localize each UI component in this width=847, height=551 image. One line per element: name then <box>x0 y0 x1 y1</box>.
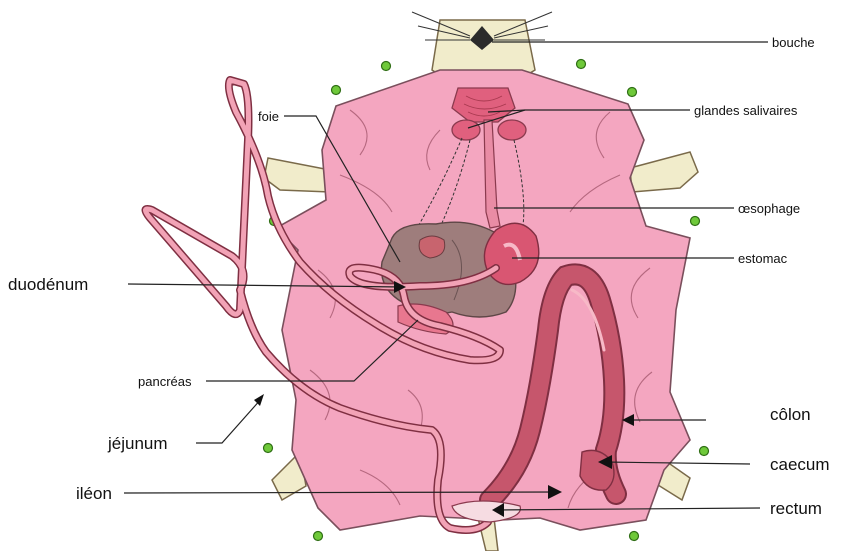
label-glandes-salivaires: glandes salivaires <box>694 103 798 118</box>
label-pancreas: pancréas <box>138 374 192 389</box>
label-colon: côlon <box>770 405 811 424</box>
label-duodenum: duodénum <box>8 275 88 294</box>
label-caecum: caecum <box>770 455 830 474</box>
label-bouche: bouche <box>772 35 815 50</box>
label-rectum: rectum <box>770 499 822 518</box>
label-oesophage: œsophage <box>738 201 800 216</box>
label-foie: foie <box>258 109 279 124</box>
label-jejunum: jéjunum <box>107 434 168 453</box>
label-ileon: iléon <box>76 484 112 503</box>
label-estomac: estomac <box>738 251 788 266</box>
